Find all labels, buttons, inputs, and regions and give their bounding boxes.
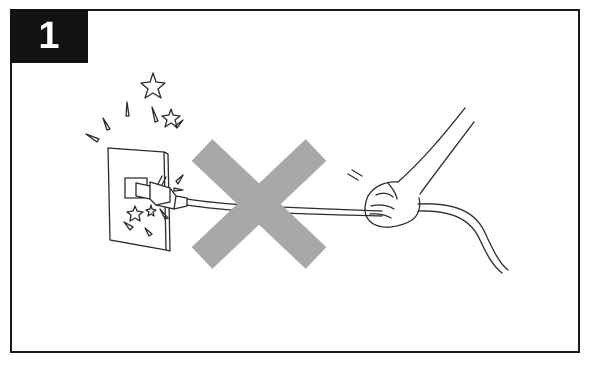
hand-icon xyxy=(348,108,474,227)
prohibited-x-icon xyxy=(202,150,316,258)
